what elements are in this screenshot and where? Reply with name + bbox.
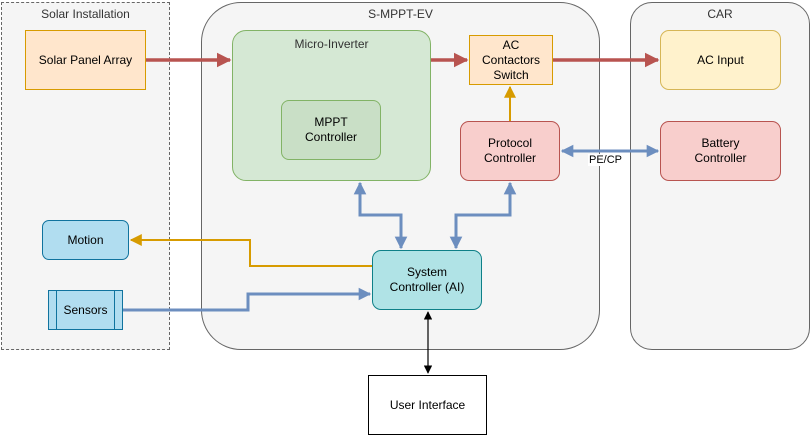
sensors-left-bar — [49, 291, 57, 329]
solar-installation-title: Solar Installation — [41, 7, 130, 21]
ac-contactors-switch-node[interactable]: AC Contactors Switch — [469, 35, 553, 85]
edge-system-to-motion — [129, 234, 372, 267]
battery-controller-node[interactable]: Battery Controller — [660, 121, 781, 181]
edge-system-protocol — [449, 181, 517, 250]
smppt-ev-title: S-MPPT-EV — [368, 7, 433, 21]
solar-panel-array-node[interactable]: Solar Panel Array — [25, 30, 146, 90]
motion-node[interactable]: Motion — [42, 220, 129, 260]
sensors-label: Sensors — [63, 302, 108, 317]
car-title: CAR — [707, 7, 733, 21]
sensors-right-bar — [114, 291, 122, 329]
micro-inverter-title: Micro-Inverter — [294, 37, 369, 51]
mppt-controller-node[interactable]: MPPT Controller — [281, 100, 381, 160]
protocol-controller-node[interactable]: Protocol Controller — [460, 121, 560, 181]
edge-sensors-to-system — [123, 287, 372, 312]
user-interface-node[interactable]: User Interface — [368, 375, 487, 435]
edge-system-micro-inverter — [353, 181, 408, 250]
ac-input-node[interactable]: AC Input — [660, 30, 781, 90]
system-controller-node[interactable]: System Controller (AI) — [372, 250, 482, 310]
sensors-node[interactable]: Sensors — [48, 290, 123, 330]
pecp-edge-label: PE/CP — [588, 154, 624, 166]
